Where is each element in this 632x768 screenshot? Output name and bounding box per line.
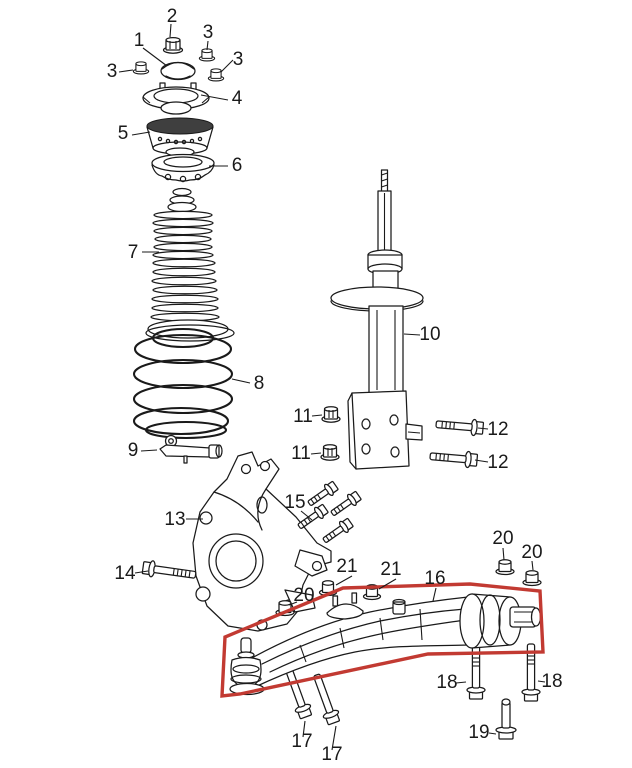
part-9-link[interactable] bbox=[159, 434, 223, 464]
part-7-dust-boot[interactable] bbox=[145, 187, 235, 342]
leader-lines bbox=[118, 23, 546, 751]
part-13-knuckle[interactable] bbox=[192, 451, 332, 632]
part-1-cap[interactable] bbox=[160, 61, 196, 81]
callout-12-b[interactable]: 12 bbox=[487, 452, 508, 473]
callout-13[interactable]: 13 bbox=[164, 509, 185, 530]
part-2-nut[interactable] bbox=[162, 36, 184, 54]
callout-17-a[interactable]: 17 bbox=[291, 731, 312, 752]
part-8-coil-spring[interactable] bbox=[132, 327, 234, 440]
callout-20-a[interactable]: 20 bbox=[492, 528, 513, 549]
part-3-nut-right[interactable] bbox=[207, 68, 225, 82]
callout-7[interactable]: 7 bbox=[128, 242, 139, 263]
callout-3-a[interactable]: 3 bbox=[203, 22, 214, 43]
part-3-nut-middle[interactable] bbox=[198, 48, 216, 62]
callout-19[interactable]: 19 bbox=[468, 722, 489, 743]
part-4-strut-mount[interactable] bbox=[142, 82, 210, 115]
part-5-bearing[interactable] bbox=[146, 117, 214, 157]
part-11-nut-lower[interactable] bbox=[320, 444, 340, 461]
callout-9[interactable]: 9 bbox=[128, 440, 139, 461]
part-6-spring-seat[interactable] bbox=[151, 153, 215, 183]
part-10-strut[interactable] bbox=[330, 169, 424, 470]
callout-18-b[interactable]: 18 bbox=[541, 671, 562, 692]
callout-10[interactable]: 10 bbox=[419, 324, 440, 345]
callout-1[interactable]: 1 bbox=[134, 30, 145, 51]
callout-14[interactable]: 14 bbox=[114, 563, 136, 584]
part-12-bolt-lower[interactable] bbox=[429, 448, 479, 469]
callout-20-b[interactable]: 20 bbox=[521, 542, 542, 563]
callouts: 2 1 3 3 3 4 5 6 7 8 9 10 11 11 12 12 13 … bbox=[107, 6, 563, 765]
part-20-nut-right-lower[interactable] bbox=[522, 570, 542, 587]
callout-11-a[interactable]: 11 bbox=[293, 406, 313, 427]
callout-21-b[interactable]: 21 bbox=[380, 559, 401, 580]
callout-17-b[interactable]: 17 bbox=[321, 744, 342, 765]
part-3-nut-left[interactable] bbox=[132, 61, 150, 75]
callout-21-a[interactable]: 21 bbox=[336, 556, 357, 577]
part-18-bolt-left[interactable] bbox=[466, 645, 486, 700]
callout-6[interactable]: 6 bbox=[232, 155, 243, 176]
part-12-bolt-upper[interactable] bbox=[435, 416, 485, 437]
part-16-control-arm[interactable] bbox=[229, 592, 542, 696]
part-20-nut-right-upper[interactable] bbox=[495, 559, 515, 576]
callout-11-b[interactable]: 11 bbox=[291, 443, 311, 464]
callout-3-c[interactable]: 3 bbox=[233, 49, 244, 70]
part-19-bolt[interactable] bbox=[495, 698, 517, 740]
highlight-box bbox=[220, 582, 545, 698]
part-17-bolt-right[interactable] bbox=[309, 672, 341, 726]
callout-3-b[interactable]: 3 bbox=[107, 61, 118, 82]
callout-4[interactable]: 4 bbox=[232, 88, 243, 109]
callout-8[interactable]: 8 bbox=[254, 373, 265, 394]
part-14-bolt[interactable] bbox=[141, 560, 197, 583]
part-11-nut-upper[interactable] bbox=[321, 406, 341, 423]
callout-18-a[interactable]: 18 bbox=[436, 672, 457, 693]
callout-2[interactable]: 2 bbox=[167, 6, 178, 27]
callout-5[interactable]: 5 bbox=[118, 123, 129, 144]
callout-15[interactable]: 15 bbox=[284, 492, 305, 513]
part-15-bolts[interactable] bbox=[296, 480, 363, 546]
callout-16[interactable]: 16 bbox=[424, 568, 445, 589]
callout-20-c[interactable]: 20 bbox=[293, 585, 314, 606]
callout-12-a[interactable]: 12 bbox=[487, 419, 508, 440]
